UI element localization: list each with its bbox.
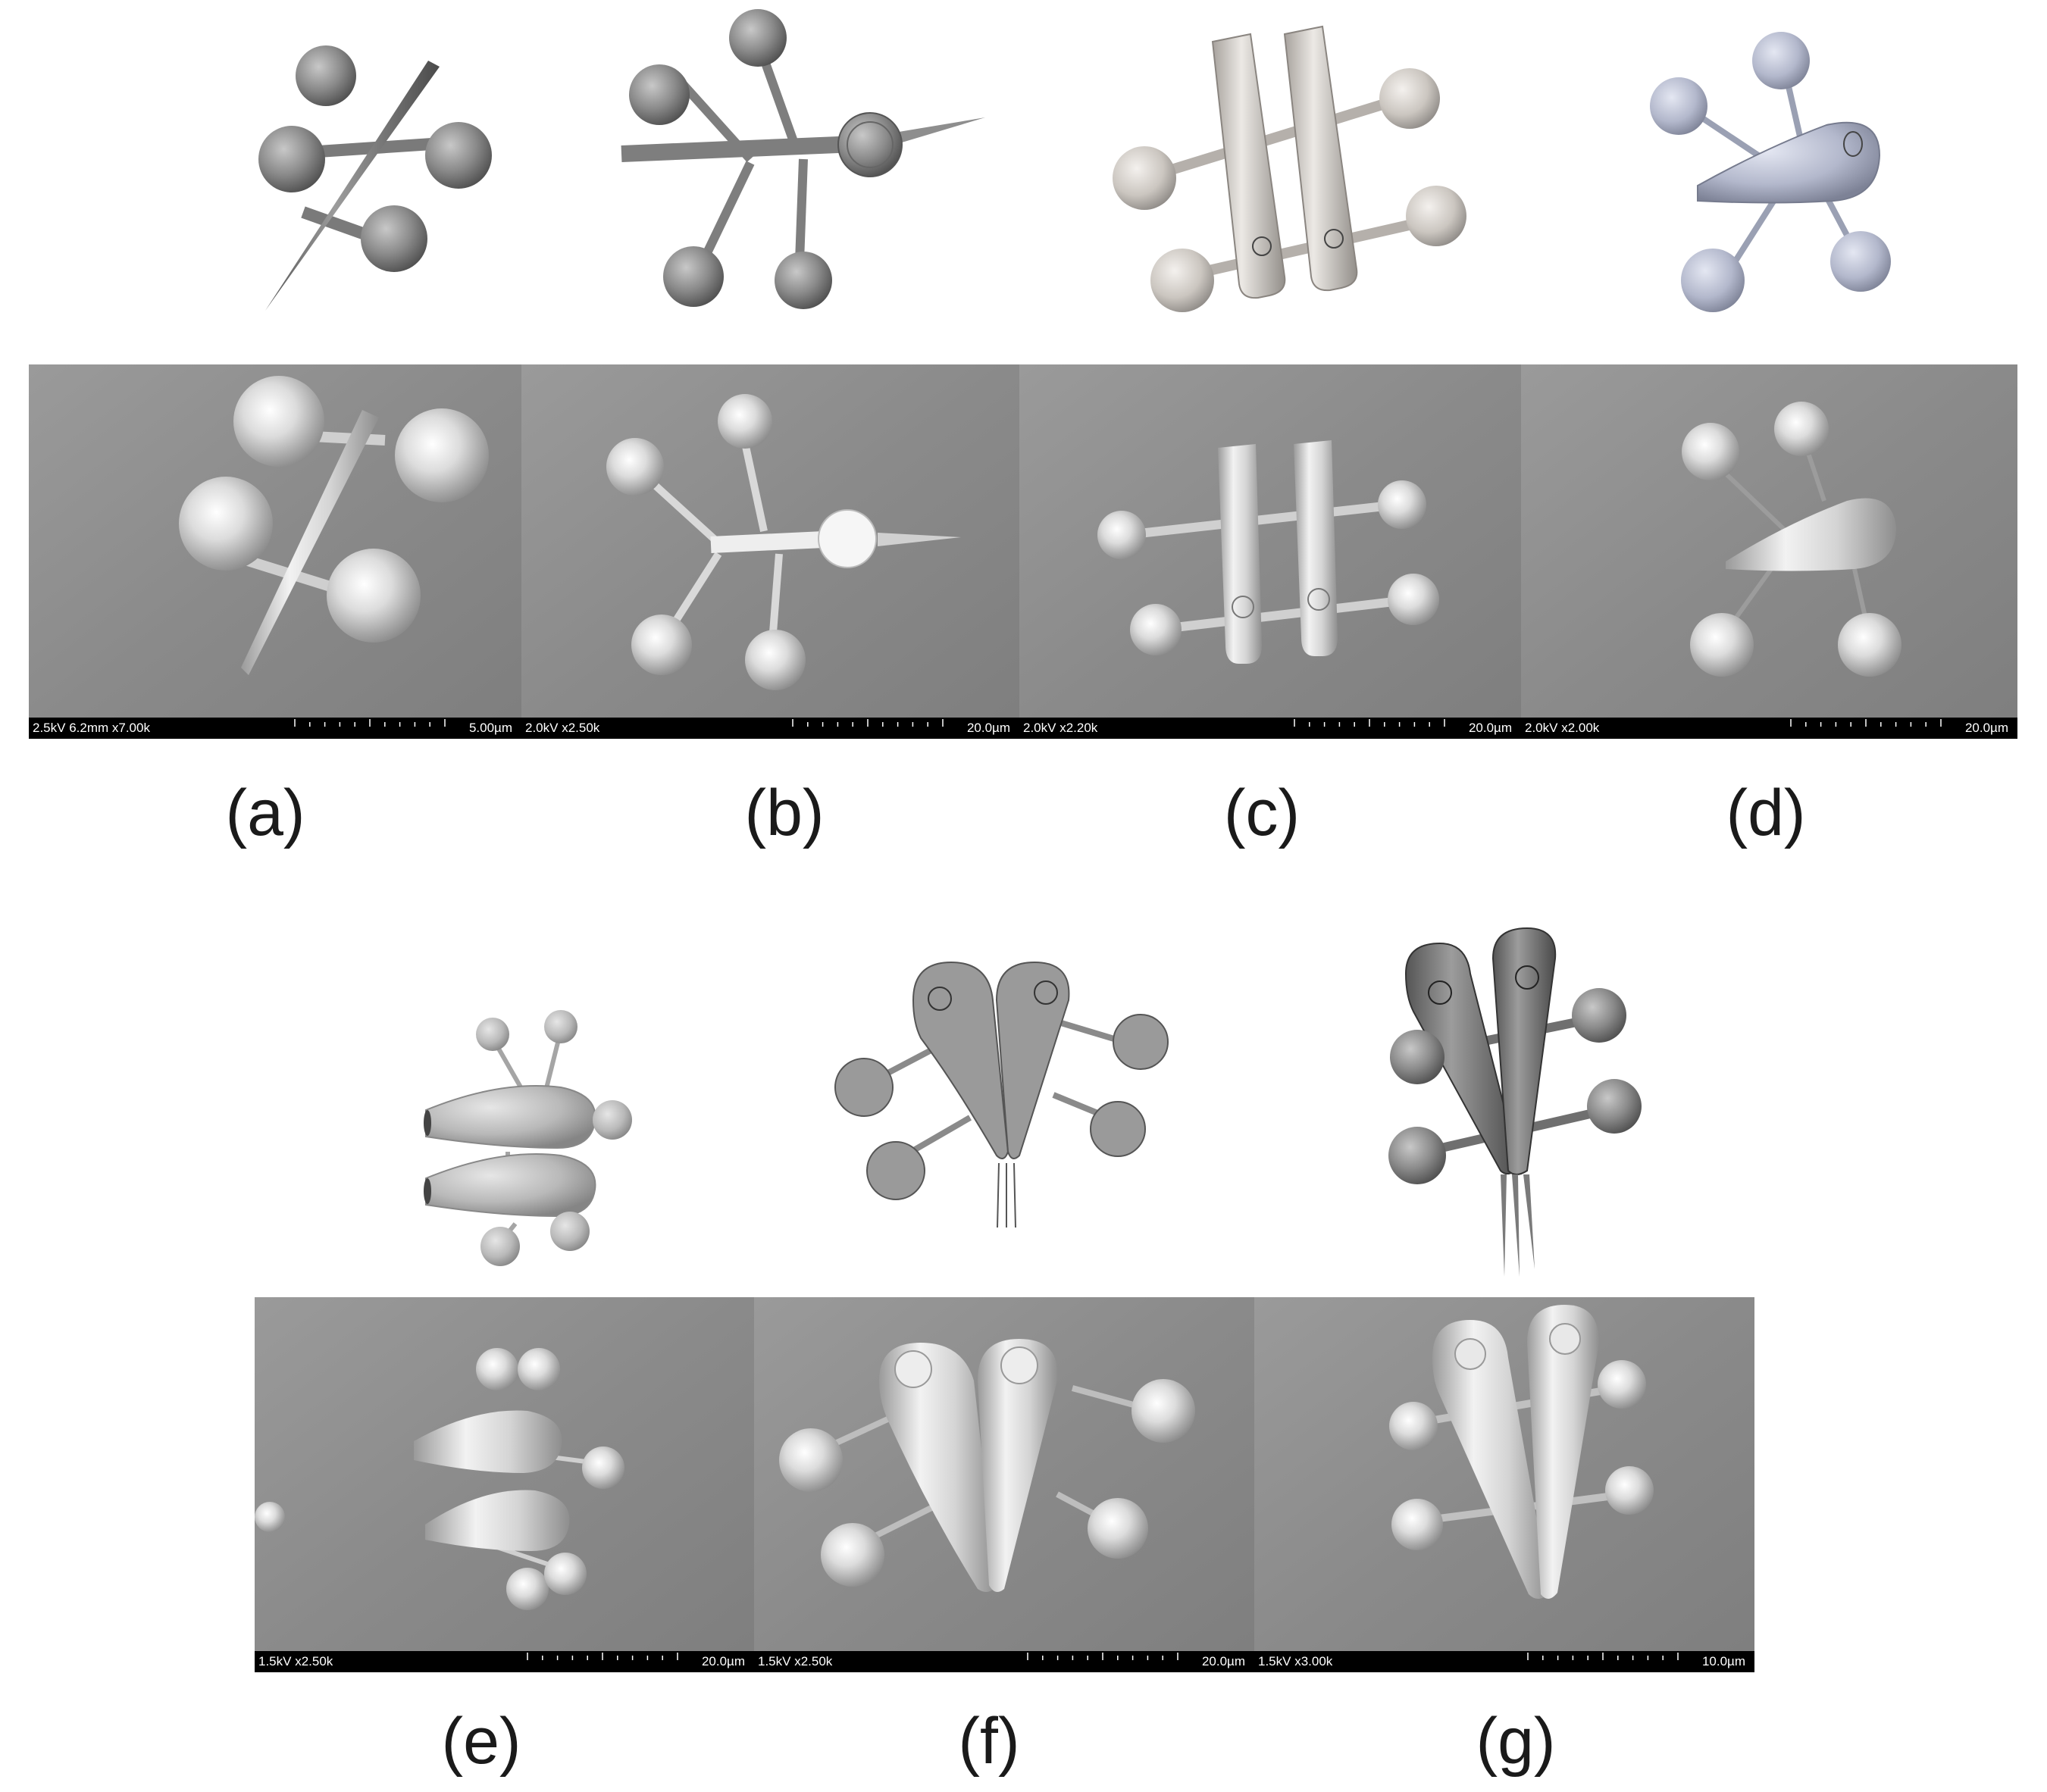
panel-label-g: (g) xyxy=(1476,1705,1556,1778)
sem-scale-b: 20.0µm xyxy=(966,721,1010,735)
sem-scale-c: 20.0µm xyxy=(1468,721,1512,735)
sem-image-a: 2.5kV 6.2mm x7.00k 5.00µm xyxy=(29,364,521,739)
render-b xyxy=(621,9,985,309)
panel-label-f: (f) xyxy=(958,1705,1020,1778)
sem-databar-d: 2.0kV x2.00k 20.0µm xyxy=(1521,718,2017,739)
sem-info-c: 2.0kV x2.20k xyxy=(1023,721,1098,735)
scale-bar-ticks xyxy=(1527,1653,1679,1660)
sem-databar-e: 1.5kV x2.50k 20.0µm xyxy=(255,1651,754,1672)
sem-image-b: 2.0kV x2.50k 20.0µm xyxy=(521,364,1019,739)
sem-info-f: 1.5kV x2.50k xyxy=(758,1654,833,1668)
sem-image-f: 1.5kV x2.50k 20.0µm xyxy=(754,1297,1254,1672)
sem-info-b: 2.0kV x2.50k xyxy=(525,721,600,735)
sem-scale-e: 20.0µm xyxy=(701,1654,745,1668)
panel-label-a: (a) xyxy=(225,777,305,849)
sem-info-a: 2.5kV 6.2mm x7.00k xyxy=(33,721,150,735)
sem-info-d: 2.0kV x2.00k xyxy=(1525,721,1600,735)
scale-bar-ticks xyxy=(792,719,944,727)
sem-databar-c: 2.0kV x2.20k 20.0µm xyxy=(1019,718,1521,739)
sem-scale-d: 20.0µm xyxy=(1964,721,2008,735)
sem-scale-a: 5.00µm xyxy=(468,721,512,735)
render-g xyxy=(1388,927,1642,1277)
sem-scale-g: 10.0µm xyxy=(1701,1654,1745,1668)
panel-label-c: (c) xyxy=(1223,777,1301,849)
sem-image-g: 1.5kV x3.00k 10.0µm xyxy=(1254,1297,1754,1672)
sem-image-c: 2.0kV x2.20k 20.0µm xyxy=(1019,364,1521,739)
sem-databar-b: 2.0kV x2.50k 20.0µm xyxy=(521,718,1019,739)
render-d xyxy=(1650,32,1891,312)
render-e xyxy=(424,1010,632,1266)
sem-scale-f: 20.0µm xyxy=(1201,1654,1245,1668)
scale-bar-ticks xyxy=(294,719,446,727)
sem-databar-f: 1.5kV x2.50k 20.0µm xyxy=(754,1651,1254,1672)
sem-image-e: 1.5kV x2.50k 20.0µm xyxy=(255,1297,754,1672)
sem-databar-g: 1.5kV x3.00k 10.0µm xyxy=(1254,1651,1754,1672)
render-c xyxy=(1113,25,1466,312)
scale-bar-ticks xyxy=(1790,719,1942,727)
panel-label-b: (b) xyxy=(744,777,825,849)
render-a xyxy=(258,45,492,311)
panel-label-d: (d) xyxy=(1726,777,1806,849)
scale-bar-ticks xyxy=(1294,719,1445,727)
sem-info-g: 1.5kV x3.00k xyxy=(1258,1654,1333,1668)
sem-image-d: 2.0kV x2.00k 20.0µm xyxy=(1521,364,2017,739)
panel-label-e: (e) xyxy=(441,1705,521,1778)
scale-bar-ticks xyxy=(527,1653,678,1660)
sem-databar-a: 2.5kV 6.2mm x7.00k 5.00µm xyxy=(29,718,521,739)
sem-info-e: 1.5kV x2.50k xyxy=(258,1654,333,1668)
scale-bar-ticks xyxy=(1027,1653,1178,1660)
render-f xyxy=(834,961,1169,1228)
